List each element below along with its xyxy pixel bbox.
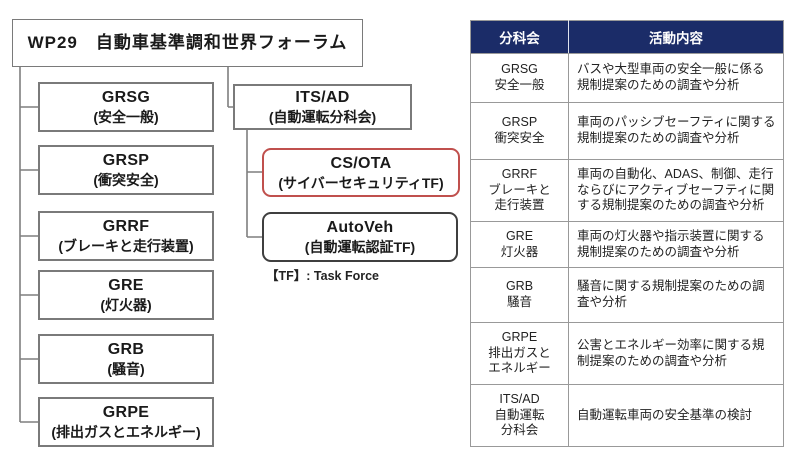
table-row-grsg: GRSG 安全一般 バスや大型車両の安全一般に係る規制提案のための調査や分析 bbox=[470, 53, 784, 103]
node-code: GRSP bbox=[102, 152, 150, 170]
node-code: AutoVeh bbox=[326, 219, 394, 237]
node-gre: GRE (灯火器) bbox=[38, 270, 214, 320]
node-its-ad: ITS/AD (自動運転分科会) bbox=[233, 84, 412, 130]
node-label: (ブレーキと走行装置) bbox=[58, 238, 194, 255]
node-label: (騒音) bbox=[107, 361, 145, 378]
node-code: CS/OTA bbox=[330, 154, 392, 172]
table-row-grrf: GRRF ブレーキと 走行装置 車両の自動化、ADAS、制御、走行ならびにアクテ… bbox=[470, 159, 784, 222]
committee-cell: GRPE 排出ガスと エネルギー bbox=[470, 322, 569, 385]
node-wp29: WP29 自動車基準調和世界フォーラム bbox=[12, 19, 363, 67]
node-code: GRSG bbox=[101, 89, 151, 107]
node-code: ITS/AD bbox=[295, 89, 350, 107]
node-wp29-title: WP29 自動車基準調和世界フォーラム bbox=[27, 32, 348, 52]
node-grsp: GRSP (衝突安全) bbox=[38, 145, 214, 195]
committee-cell: GRE 灯火器 bbox=[470, 221, 569, 268]
table-row-grsp: GRSP 衝突安全 車両のパッシブセーフティに関する規制提案のための調査や分析 bbox=[470, 102, 784, 160]
committee-cell: ITS/AD 自動運転 分科会 bbox=[470, 384, 569, 447]
node-label: (自動運転分科会) bbox=[268, 109, 377, 126]
table-row-its-ad: ITS/AD 自動運転 分科会 自動運転車両の安全基準の検討 bbox=[470, 384, 784, 447]
node-grb: GRB (騒音) bbox=[38, 334, 214, 384]
activity-cell: 自動運転車両の安全基準の検討 bbox=[568, 384, 784, 447]
column-header-committee: 分科会 bbox=[470, 20, 569, 54]
node-cs-ota-highlighted: CS/OTA (サイバーセキュリティTF) bbox=[262, 148, 460, 197]
node-grrf: GRRF (ブレーキと走行装置) bbox=[38, 211, 214, 261]
activity-table: 分科会 活動内容 GRSG 安全一般 バスや大型車両の安全一般に係る規制提案のた… bbox=[470, 20, 784, 447]
node-code: GRPE bbox=[102, 404, 150, 422]
activity-cell: 車両の灯火器や指示装置に関する規制提案のための調査や分析 bbox=[568, 221, 784, 268]
committee-cell: GRSP 衝突安全 bbox=[470, 102, 569, 160]
activity-cell: バスや大型車両の安全一般に係る規制提案のための調査や分析 bbox=[568, 53, 784, 103]
node-code: GRE bbox=[108, 277, 144, 295]
committee-cell: GRSG 安全一般 bbox=[470, 53, 569, 103]
node-label: (サイバーセキュリティTF) bbox=[278, 174, 444, 191]
tf-footnote: 【TF】: Task Force bbox=[266, 269, 379, 283]
table-header-row: 分科会 活動内容 bbox=[470, 20, 784, 54]
node-code: GRB bbox=[107, 341, 145, 359]
node-code: GRRF bbox=[102, 218, 150, 236]
node-label: (安全一般) bbox=[93, 109, 159, 126]
table-row-grb: GRB 騒音 騒音に関する規制提案のための調査や分析 bbox=[470, 267, 784, 323]
node-grpe: GRPE (排出ガスとエネルギー) bbox=[38, 397, 214, 447]
table-row-gre: GRE 灯火器 車両の灯火器や指示装置に関する規制提案のための調査や分析 bbox=[470, 221, 784, 268]
activity-cell: 車両のパッシブセーフティに関する規制提案のための調査や分析 bbox=[568, 102, 784, 160]
node-label: (灯火器) bbox=[100, 297, 152, 314]
node-label: (衝突安全) bbox=[93, 172, 159, 189]
table-row-grpe: GRPE 排出ガスと エネルギー 公害とエネルギー効率に関する規制提案のための調… bbox=[470, 322, 784, 385]
node-autoveh: AutoVeh (自動運転認証TF) bbox=[262, 212, 458, 262]
committee-cell: GRB 騒音 bbox=[470, 267, 569, 323]
column-header-activity: 活動内容 bbox=[568, 20, 784, 54]
activity-cell: 公害とエネルギー効率に関する規制提案のための調査や分析 bbox=[568, 322, 784, 385]
committee-cell: GRRF ブレーキと 走行装置 bbox=[470, 159, 569, 222]
node-label: (排出ガスとエネルギー) bbox=[51, 424, 201, 441]
node-grsg: GRSG (安全一般) bbox=[38, 82, 214, 132]
node-label: (自動運転認証TF) bbox=[304, 239, 416, 256]
activity-cell: 騒音に関する規制提案のための調査や分析 bbox=[568, 267, 784, 323]
activity-cell: 車両の自動化、ADAS、制御、走行ならびにアクティブセーフティに関する規制提案の… bbox=[568, 159, 784, 222]
